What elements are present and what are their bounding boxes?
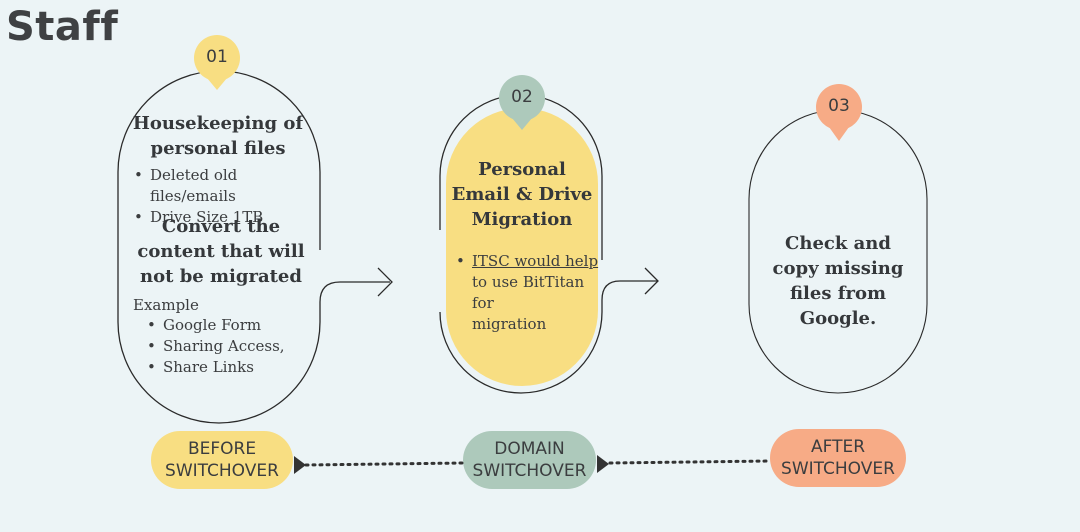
step-02-bullet: ITSC would help to use BitTitan for migr… bbox=[456, 251, 606, 335]
stage-domain-pill bbox=[463, 431, 596, 489]
step-01-number: 01 bbox=[206, 47, 228, 67]
dotted-connector-2 bbox=[608, 459, 772, 465]
page-title: Staff bbox=[6, 4, 119, 50]
stage-before-label: BEFORE SWITCHOVER bbox=[151, 431, 293, 489]
step-02-bullet-line: ITSC would help bbox=[456, 251, 606, 272]
step-02-number: 02 bbox=[511, 87, 533, 107]
arrow-1-head bbox=[377, 267, 393, 297]
stage-after-text: AFTER SWITCHOVER bbox=[781, 437, 895, 479]
connector-2-arrow bbox=[597, 455, 609, 473]
step-02-bullet-line: migration bbox=[472, 315, 547, 333]
step-01-example-list: Google Form Sharing Access, Share Links bbox=[147, 315, 307, 378]
step-01-heading: Housekeeping of personal files bbox=[132, 113, 304, 159]
connector-1-arrow bbox=[294, 456, 306, 474]
stage-after-pill bbox=[770, 429, 906, 487]
step-02-fill bbox=[446, 108, 598, 386]
stage-after-label: AFTER SWITCHOVER bbox=[770, 429, 906, 487]
step-01-example-item: Share Links bbox=[147, 357, 307, 378]
step-02-bullet-line: to use BitTitan for bbox=[472, 273, 585, 312]
step-01-bullet: Deleted old files/emails bbox=[134, 165, 324, 207]
stage-before-text: BEFORE SWITCHOVER bbox=[165, 439, 279, 481]
step-02-outline-bottom bbox=[439, 280, 658, 394]
step-01-bullet-list: Deleted old files/emails Drive Size 1TB bbox=[134, 165, 324, 228]
step-03-heading: Check and copy missing files from Google… bbox=[772, 233, 904, 329]
pin-01-shape bbox=[194, 35, 240, 90]
pin-03-shape bbox=[816, 84, 862, 141]
dotted-connector-1 bbox=[304, 461, 465, 467]
stage-before-pill bbox=[151, 431, 293, 489]
step-01-example-label: Example bbox=[133, 296, 199, 314]
arrow-2-head bbox=[644, 267, 659, 295]
step-01-bullet: Drive Size 1TB bbox=[134, 207, 324, 228]
itsc-link[interactable]: ITSC would help bbox=[472, 252, 599, 270]
stage-domain-text: DOMAIN SWITCHOVER bbox=[472, 439, 587, 481]
step-02-heading: Personal Email & Drive Migration bbox=[451, 159, 593, 230]
stage-domain-label: DOMAIN SWITCHOVER bbox=[463, 431, 596, 489]
step-01-example-item: Sharing Access, bbox=[147, 336, 307, 357]
step-01-subheading: Convert the content that will not be mig… bbox=[137, 216, 305, 287]
step-01-outline bbox=[117, 70, 390, 424]
pin-02-shape bbox=[499, 75, 545, 130]
step-03-number: 03 bbox=[828, 96, 850, 116]
step-01-example-item: Google Form bbox=[147, 315, 307, 336]
